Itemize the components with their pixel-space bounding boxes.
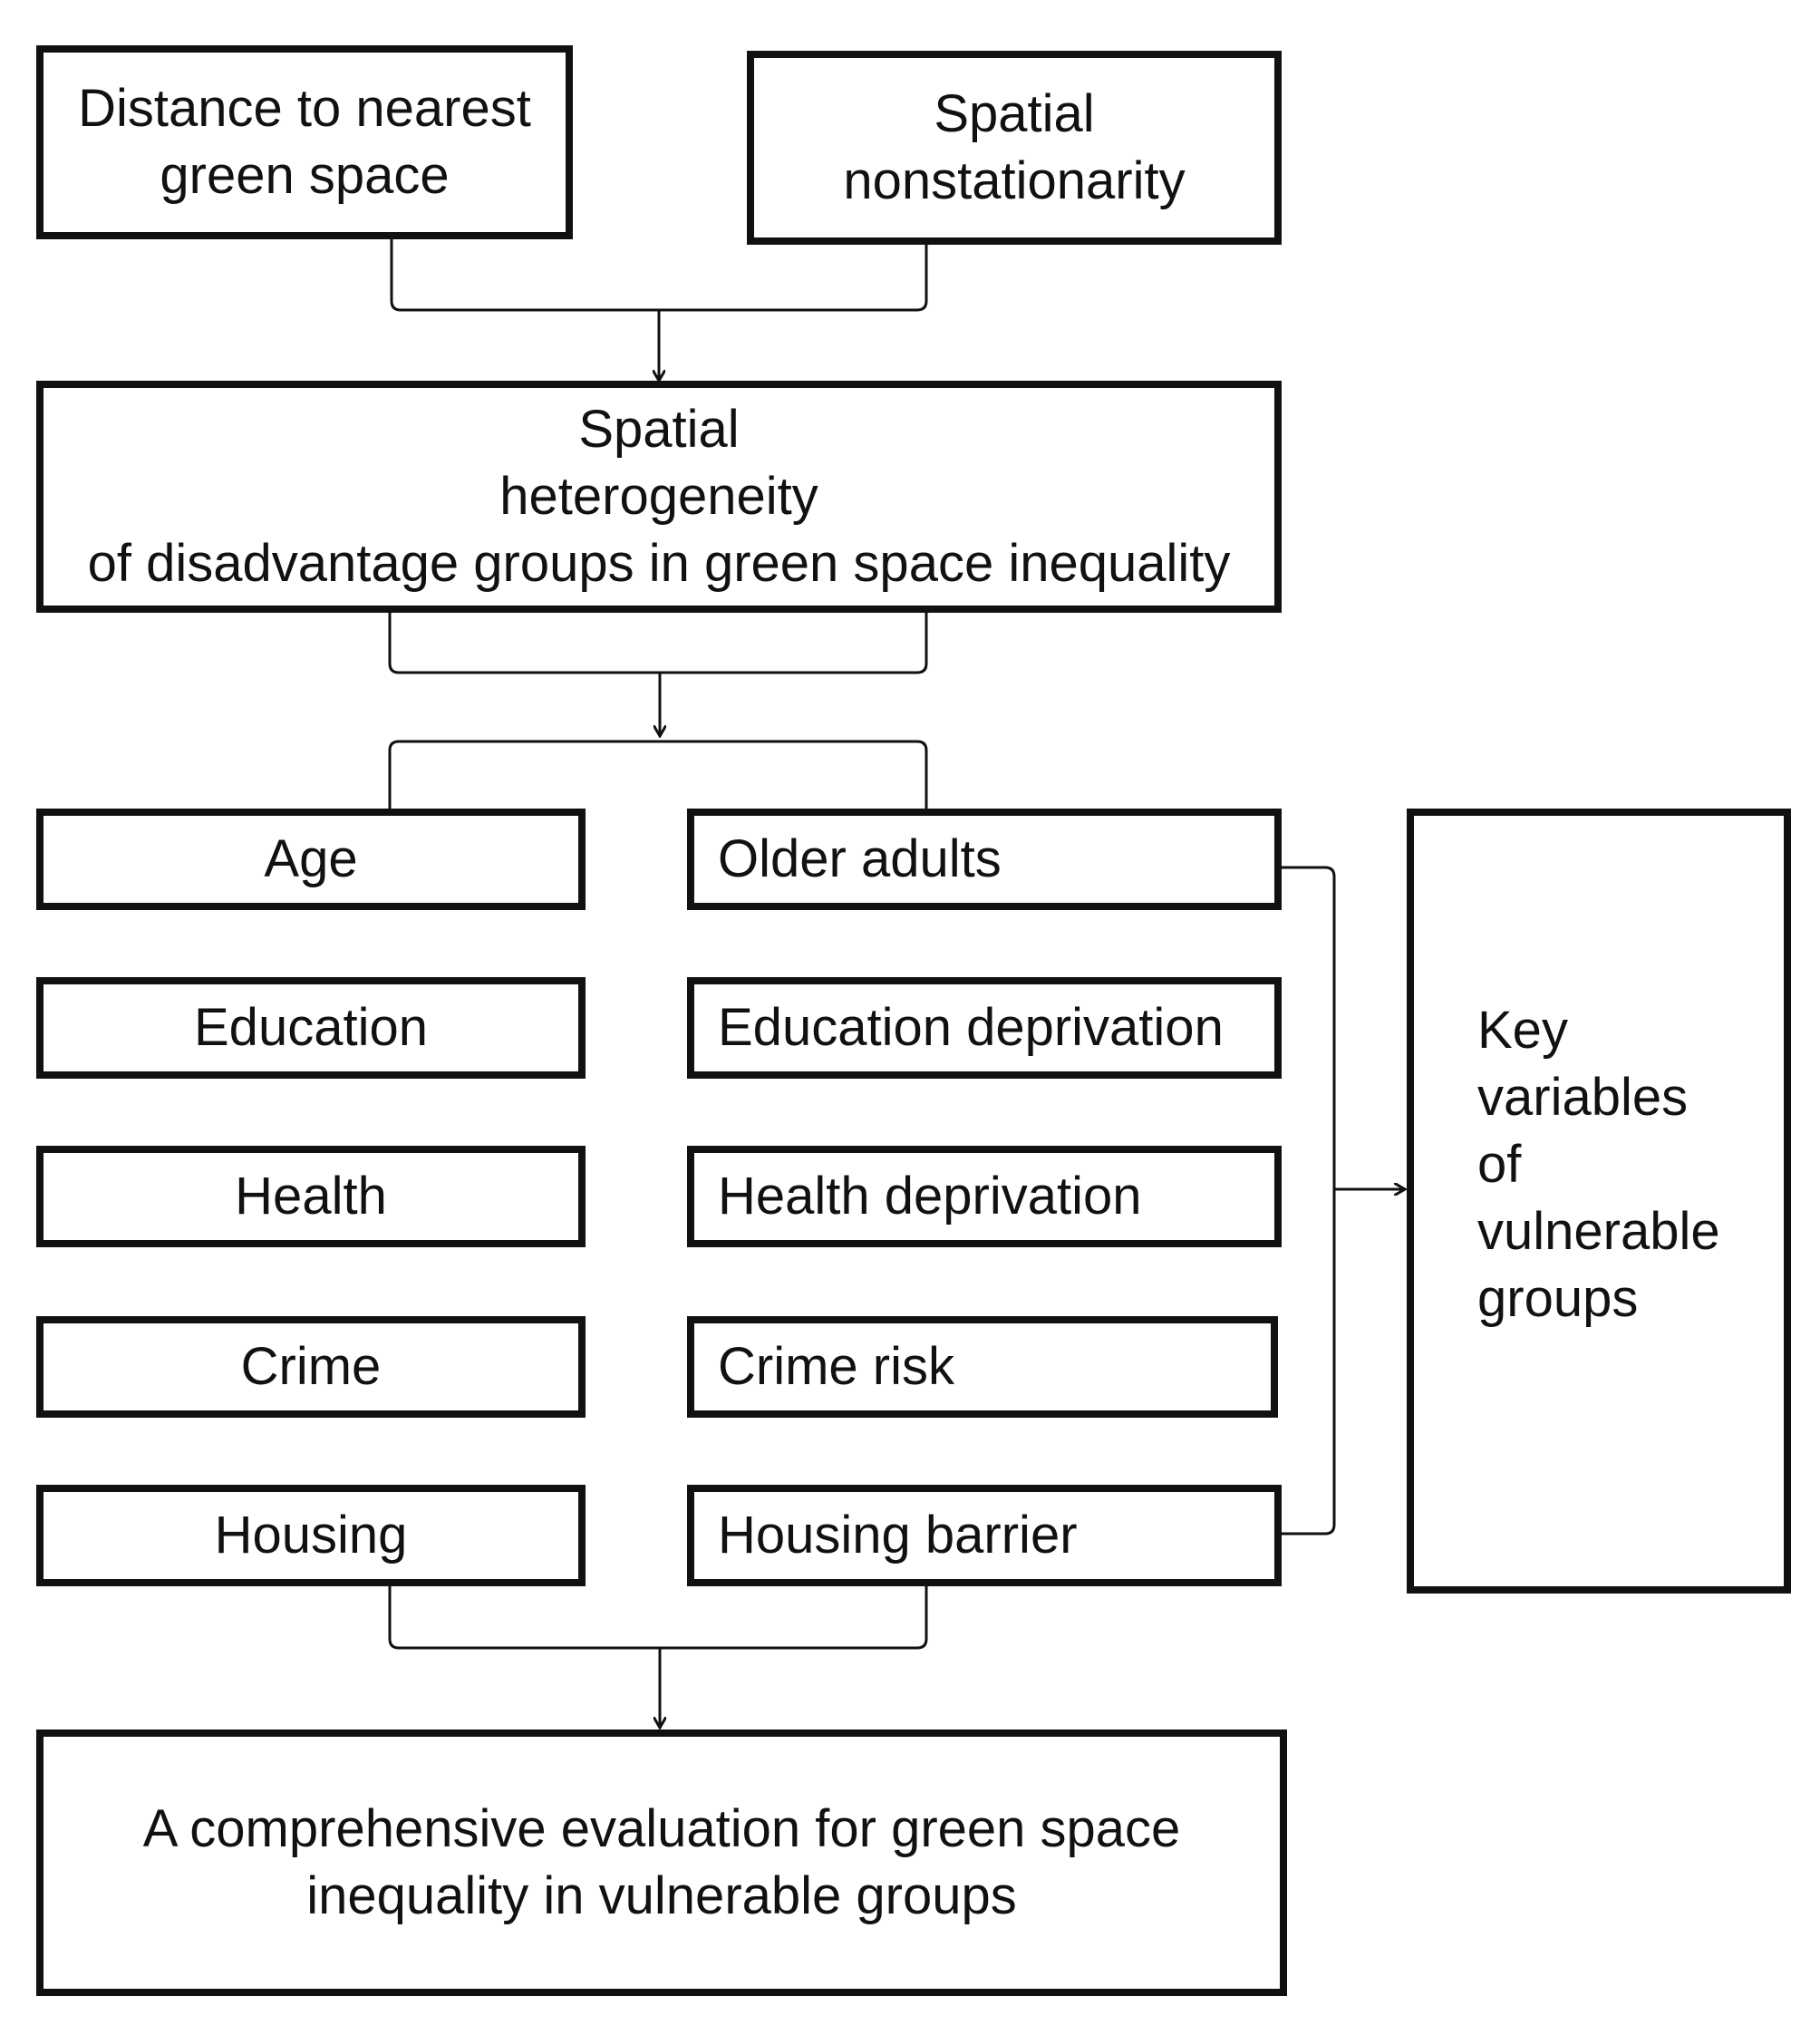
bottom-merge-bracket [388,1584,928,1650]
key-variables-box: Key variables of vulnerable groups [1407,809,1791,1594]
heterogeneity-bottom-bracket [388,609,928,674]
older-adults-label: Older adults [718,829,1002,888]
education-box: Education [36,977,586,1079]
distance-to-green-space-box: Distance to nearest green space [36,45,573,239]
health-deprivation-box: Health deprivation [687,1146,1282,1247]
heterogeneity-box-line-2: heterogeneity [499,467,818,526]
key-variables-line-5: groups [1477,1269,1639,1328]
heterogeneity-box-line-3: of disadvantage groups in green space in… [87,534,1231,593]
age-box: Age [36,809,586,910]
education-label: Education [194,998,428,1057]
distance-box-line-2: green space [160,146,450,205]
housing-label: Housing [214,1506,408,1565]
variables-split-bracket [388,740,928,810]
heterogeneity-box-line-1: Spatial [578,400,740,459]
health-deprivation-label: Health deprivation [718,1167,1142,1226]
spatial-nonstationarity-box: Spatial nonstationarity [747,51,1282,245]
crime-risk-box: Crime risk [687,1316,1278,1418]
age-label: Age [264,829,358,888]
health-box: Health [36,1146,586,1247]
housing-barrier-box: Housing barrier [687,1485,1282,1586]
crime-box: Crime [36,1316,586,1418]
evaluation-line-1: A comprehensive evaluation for green spa… [142,1799,1181,1858]
crime-label: Crime [240,1337,382,1396]
key-variables-line-3: of [1477,1135,1522,1194]
education-deprivation-label: Education deprivation [718,998,1224,1057]
evaluation-line-2: inequality in vulnerable groups [306,1866,1017,1925]
housing-box: Housing [36,1485,586,1586]
key-variables-line-4: vulnerable [1477,1202,1720,1261]
distance-box-line-1: Distance to nearest [78,79,531,138]
key-variables-bracket [1282,866,1336,1536]
education-deprivation-box: Education deprivation [687,977,1282,1079]
housing-barrier-label: Housing barrier [718,1506,1078,1565]
top-merge-bracket [390,237,928,312]
crime-risk-label: Crime risk [718,1337,954,1396]
spatial-heterogeneity-box: Spatial heterogeneity of disadvantage gr… [36,381,1282,613]
nonstationarity-box-line-2: nonstationarity [843,151,1186,210]
nonstationarity-box-line-1: Spatial [934,84,1095,143]
comprehensive-evaluation-box: A comprehensive evaluation for green spa… [36,1729,1287,1996]
key-variables-line-2: variables [1477,1068,1689,1127]
key-variables-line-1: Key [1477,1001,1568,1060]
older-adults-box: Older adults [687,809,1282,910]
health-label: Health [235,1167,387,1226]
